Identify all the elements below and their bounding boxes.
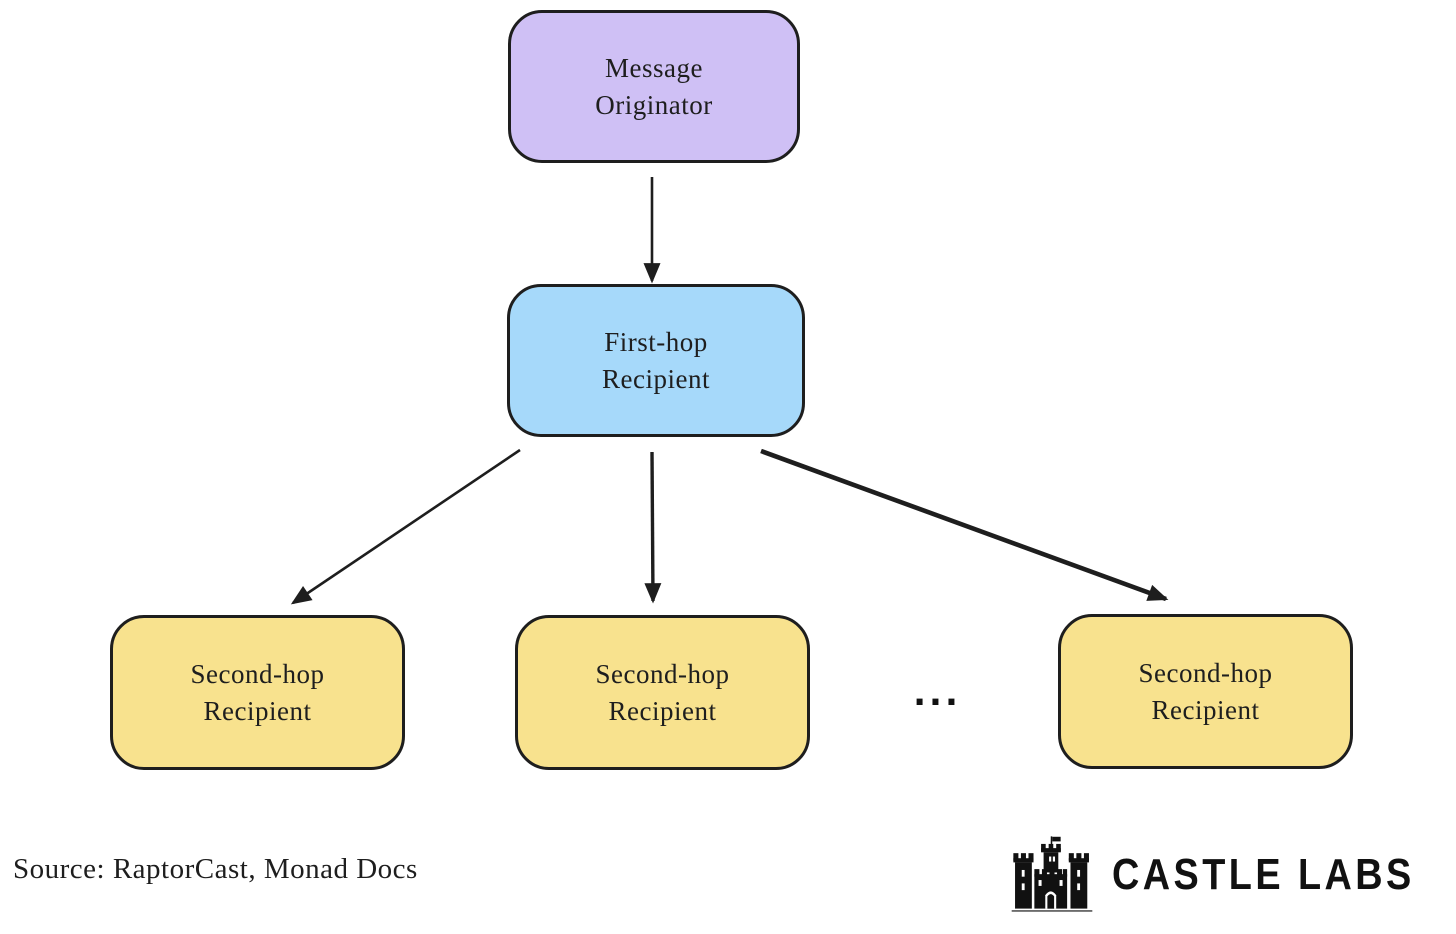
brand-logo: CASTLE LABS: [1010, 836, 1456, 914]
castle-icon: [1011, 836, 1093, 912]
node-second-hop-recipient-1: Second-hop Recipient: [110, 615, 405, 770]
arrow-first-hop-to-second-hop-1: [290, 448, 521, 605]
node-message-originator: Message Originator: [508, 10, 800, 163]
node-label-second-hop-recipient-3: Second-hop Recipient: [1138, 657, 1273, 725]
node-label-first-hop-recipient: First-hop Recipient: [602, 326, 710, 394]
node-second-hop-recipient-2: Second-hop Recipient: [515, 615, 810, 770]
arrow-first-hop-to-second-hop-2: [644, 451, 662, 604]
node-label-second-hop-recipient-2: Second-hop Recipient: [595, 658, 730, 726]
node-first-hop-recipient: First-hop Recipient: [507, 284, 805, 437]
brand-wordmark: CASTLE LABS: [1112, 850, 1415, 899]
ellipsis-more-recipients: ...: [913, 674, 961, 714]
node-second-hop-recipient-3: Second-hop Recipient: [1058, 614, 1353, 769]
source-note: Source: RaptorCast, Monad Docs: [13, 853, 418, 885]
node-label-second-hop-recipient-1: Second-hop Recipient: [190, 658, 325, 726]
arrow-first-hop-to-second-hop-3: [760, 448, 1169, 602]
node-label-message-originator: Message Originator: [595, 52, 713, 120]
